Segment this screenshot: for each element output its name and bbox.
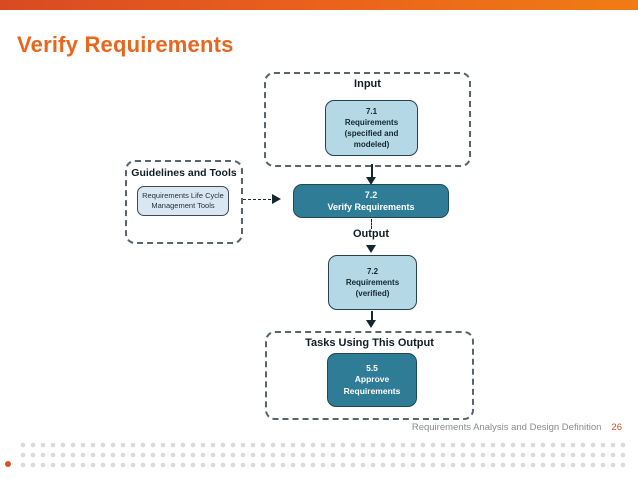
connector-output-to-tasks (371, 311, 373, 320)
arrow-down-icon (366, 320, 376, 328)
guidelines-group-label: Guidelines and Tools (131, 167, 237, 179)
top-accent-bar (0, 0, 638, 10)
slide-title: Verify Requirements (17, 32, 234, 57)
connector-guidelines-to-task (243, 199, 271, 200)
output-label: Output (352, 228, 390, 240)
footer-chapter-label: Requirements Analysis and Design Definit… (411, 422, 602, 433)
input-group-box: Input (264, 72, 471, 167)
node-line: Requirements (344, 118, 399, 127)
tasks-using-output-group-box: Tasks Using This Output (265, 331, 474, 420)
node-line: (verified) (355, 289, 390, 298)
node-line: Verify Requirements (327, 202, 415, 212)
arrow-down-icon (366, 245, 376, 253)
tasks-using-output-label: Tasks Using This Output (305, 337, 434, 349)
node-line: Management Tools (151, 201, 215, 210)
task-7-2-verify-requirements-node: 7.2 Verify Requirements (293, 184, 449, 218)
node-line: modeled) (353, 140, 390, 149)
input-group-label: Input (354, 78, 381, 90)
slide-footer: Requirements Analysis and Design Definit… (412, 422, 622, 433)
requirements-verified-node: 7.2 Requirements (verified) (328, 255, 417, 310)
arrow-right-icon (272, 194, 281, 204)
node-line: Requirements Life Cycle (142, 190, 224, 200)
dot-grid-decoration (18, 440, 630, 470)
connector-task-to-output (371, 219, 372, 229)
node-line: Requirements (345, 278, 400, 287)
node-line: 5.5 (366, 362, 378, 373)
tools-node: Requirements Life Cycle Management Tools (137, 186, 229, 216)
task-5-5-approve-requirements-node: 5.5 Approve Requirements (327, 353, 417, 407)
node-line: 7.2 (366, 267, 379, 276)
connector-input-to-task (371, 164, 373, 177)
orange-dot-decoration (5, 461, 11, 467)
guidelines-group-box: Guidelines and Tools (125, 160, 243, 244)
arrow-down-icon (366, 177, 376, 185)
node-line: Requirements (343, 385, 401, 396)
node-line: (specified and (344, 129, 399, 138)
node-line: Approve (354, 374, 390, 385)
node-line: 7.2 (364, 190, 378, 200)
node-line: 7.1 (365, 107, 378, 116)
task-7-1-requirements-node: 7.1 Requirements (specified and modeled) (325, 100, 418, 156)
page-number: 26 (611, 422, 622, 433)
